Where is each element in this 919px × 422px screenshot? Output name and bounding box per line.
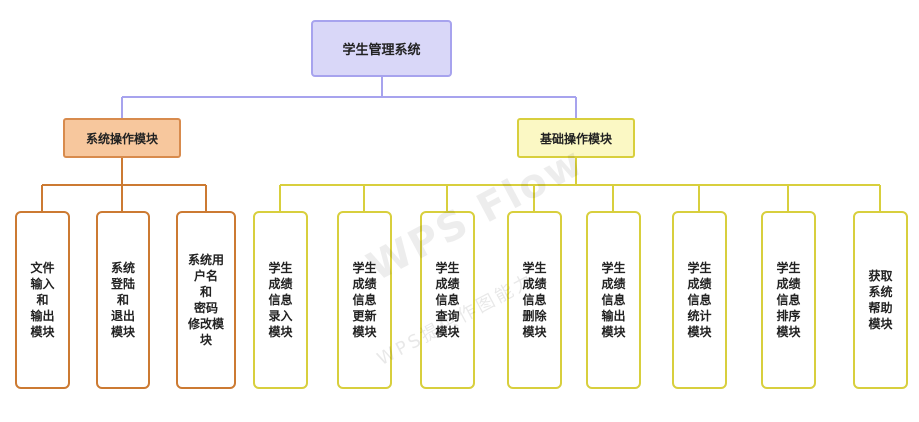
- leaf-login-logout-module: 系统 登陆 和 退出 模块: [96, 211, 150, 389]
- branch-system-operations: 系统操作模块: [63, 118, 181, 158]
- leaf-grade-input-module: 学生 成绩 信息 录入 模块: [253, 211, 308, 389]
- branch-basic-operations: 基础操作模块: [517, 118, 635, 158]
- leaf-grade-update-module: 学生 成绩 信息 更新 模块: [337, 211, 392, 389]
- leaf-grade-stats-module: 学生 成绩 信息 统计 模块: [672, 211, 727, 389]
- leaf-help-module: 获取 系统 帮助 模块: [853, 211, 908, 389]
- leaf-grade-output-module: 学生 成绩 信息 输出 模块: [586, 211, 641, 389]
- leaf-grade-delete-module: 学生 成绩 信息 删除 模块: [507, 211, 562, 389]
- leaf-file-io-module: 文件 输入 和 输出 模块: [15, 211, 70, 389]
- leaf-credentials-module: 系统用 户名 和 密码 修改模 块: [176, 211, 236, 389]
- leaf-grade-query-module: 学生 成绩 信息 查询 模块: [420, 211, 475, 389]
- leaf-grade-sort-module: 学生 成绩 信息 排序 模块: [761, 211, 816, 389]
- root-node: 学生管理系统: [311, 20, 452, 77]
